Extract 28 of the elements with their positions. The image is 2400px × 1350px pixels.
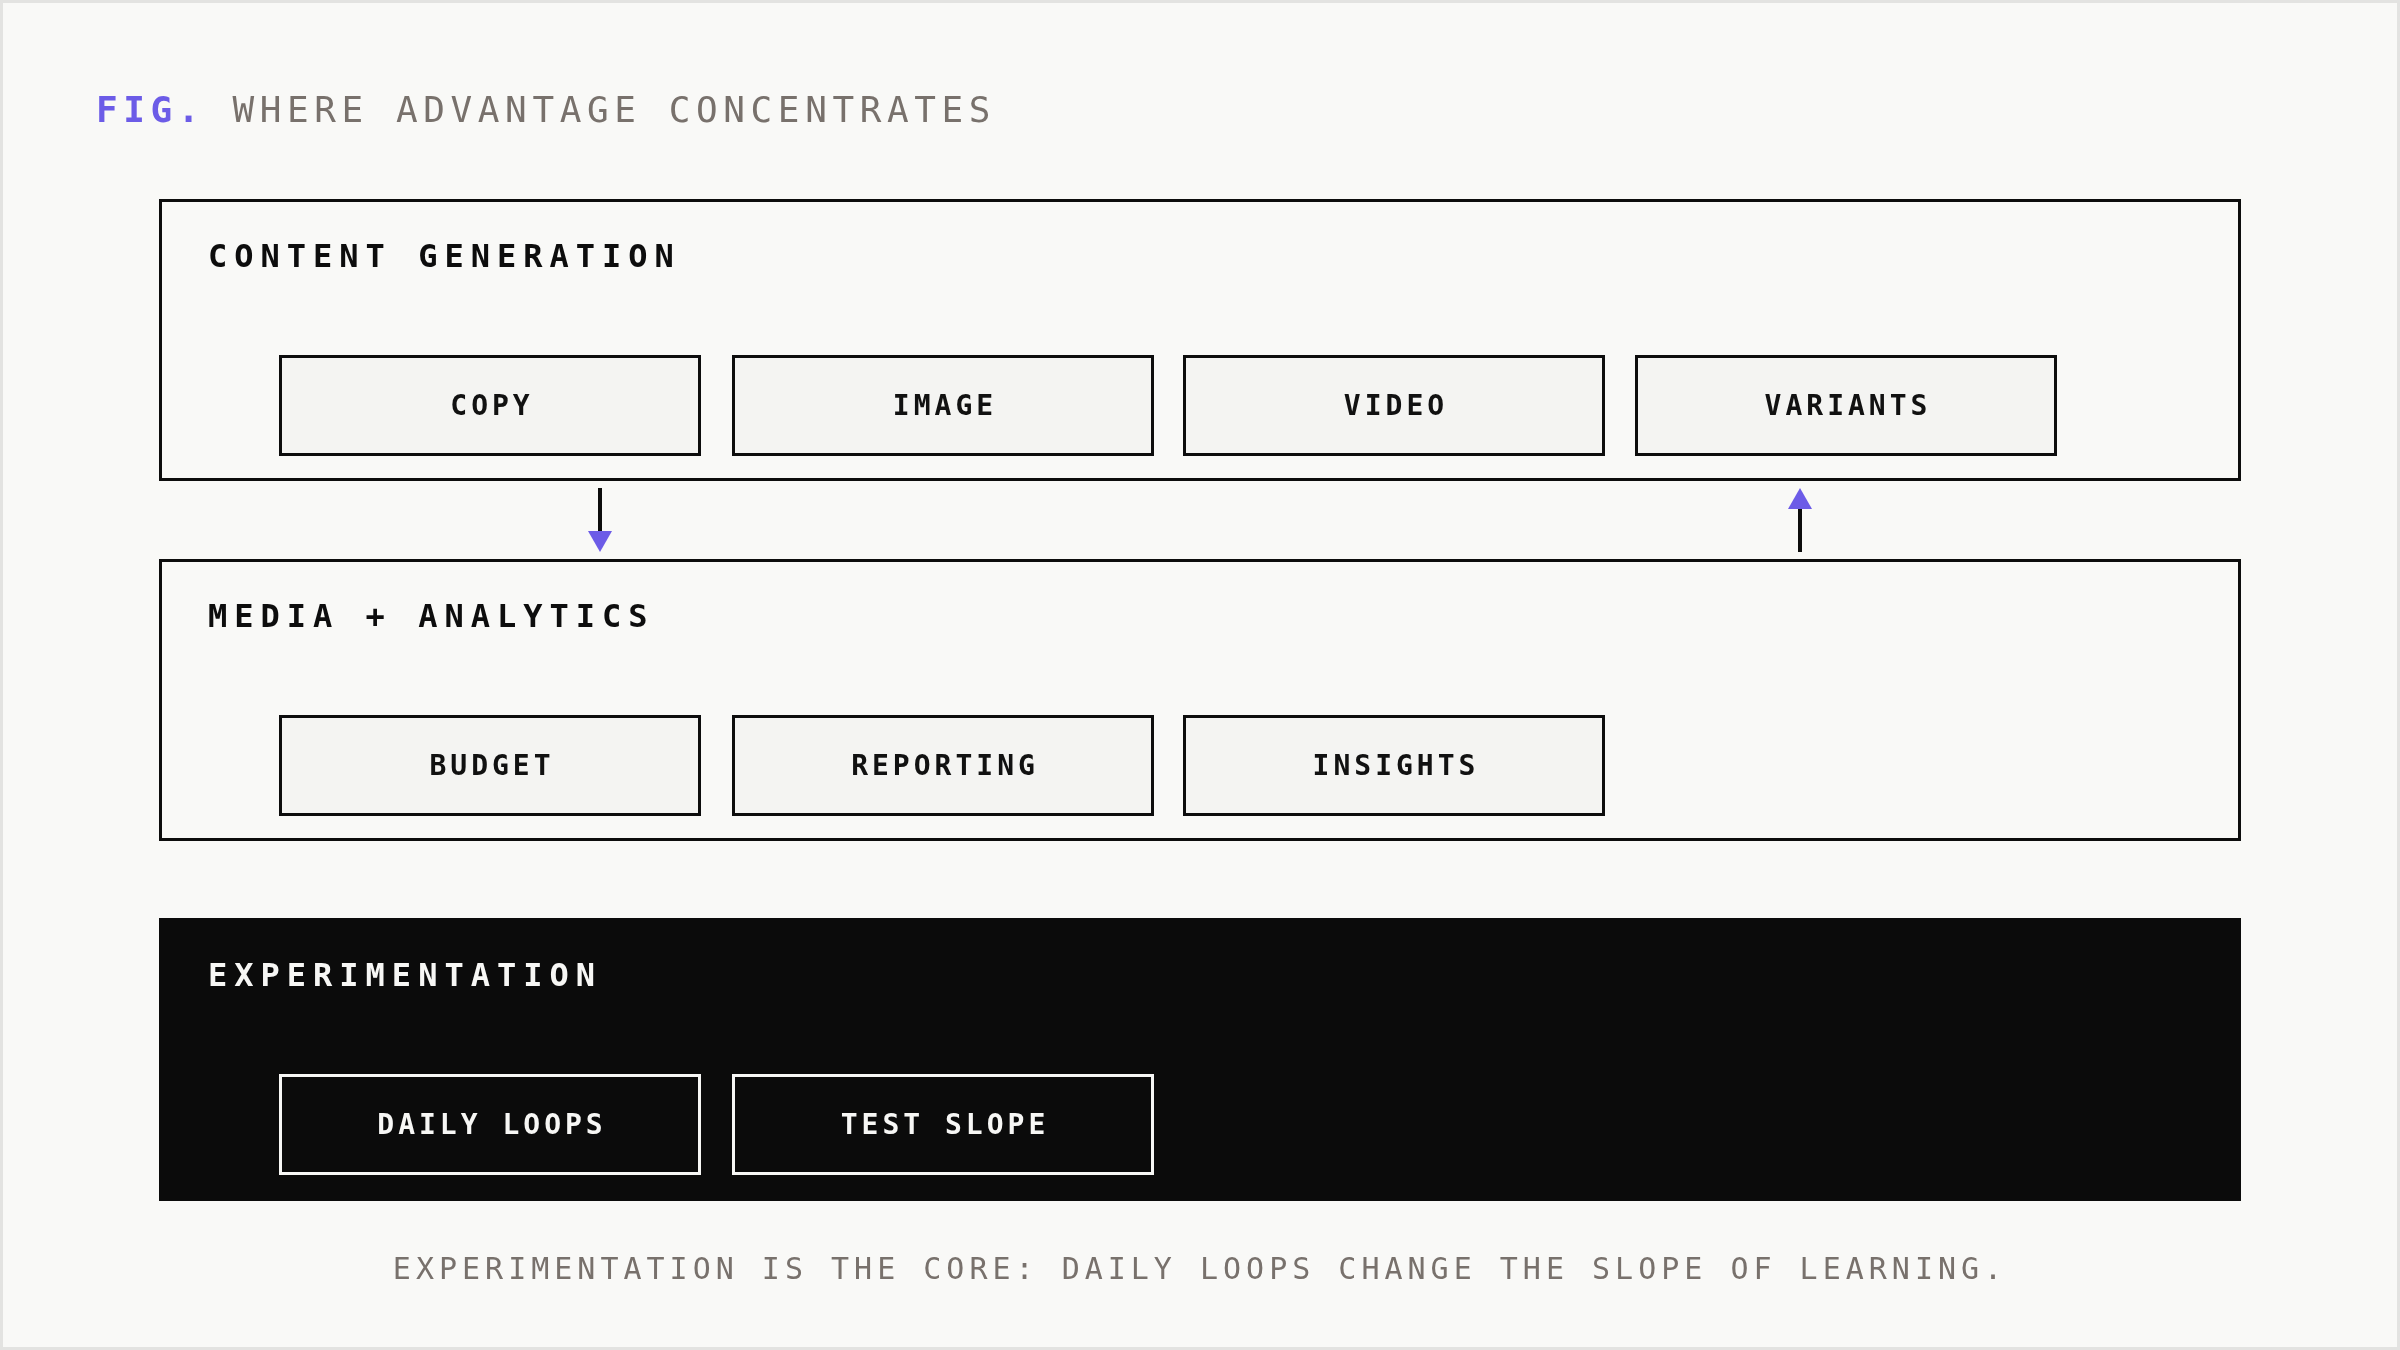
module-label: DAILY LOOPS	[377, 1107, 607, 1142]
module-tile	[1183, 715, 1605, 816]
figure-title: FIG. WHERE ADVANTAGE CONCENTRATES	[96, 88, 997, 132]
arrow	[588, 488, 612, 552]
section-panel	[159, 199, 2241, 481]
arrow	[1788, 488, 1812, 552]
module-label: COPY	[450, 388, 534, 423]
figure-caption: EXPERIMENTATION IS THE CORE: DAILY LOOPS CHANGE THE SLOPE OF LEARNING.	[392, 1250, 2008, 1288]
module-tile	[279, 355, 701, 456]
module-tile	[732, 715, 1154, 816]
module-label: INSIGHTS	[1312, 748, 1480, 783]
module-label: TEST SLOPE	[840, 1107, 1050, 1142]
section-heading: CONTENT GENERATION	[208, 238, 681, 274]
section-heading: MEDIA + ANALYTICS	[208, 598, 655, 634]
section-heading: EXPERIMENTATION	[208, 957, 602, 993]
section-panel	[159, 918, 2241, 1201]
module-tile	[279, 715, 701, 816]
module-label: VIDEO	[1343, 388, 1449, 423]
module-tile	[1183, 355, 1605, 456]
section-panel	[159, 559, 2241, 841]
module-label: BUDGET	[429, 748, 555, 783]
module-tile	[1635, 355, 2057, 456]
module-label: VARIANTS	[1764, 388, 1932, 423]
module-tile	[732, 1074, 1154, 1175]
module-label: IMAGE	[892, 388, 998, 423]
module-label: REPORTING	[851, 748, 1039, 783]
module-tile	[732, 355, 1154, 456]
module-tile	[279, 1074, 701, 1175]
